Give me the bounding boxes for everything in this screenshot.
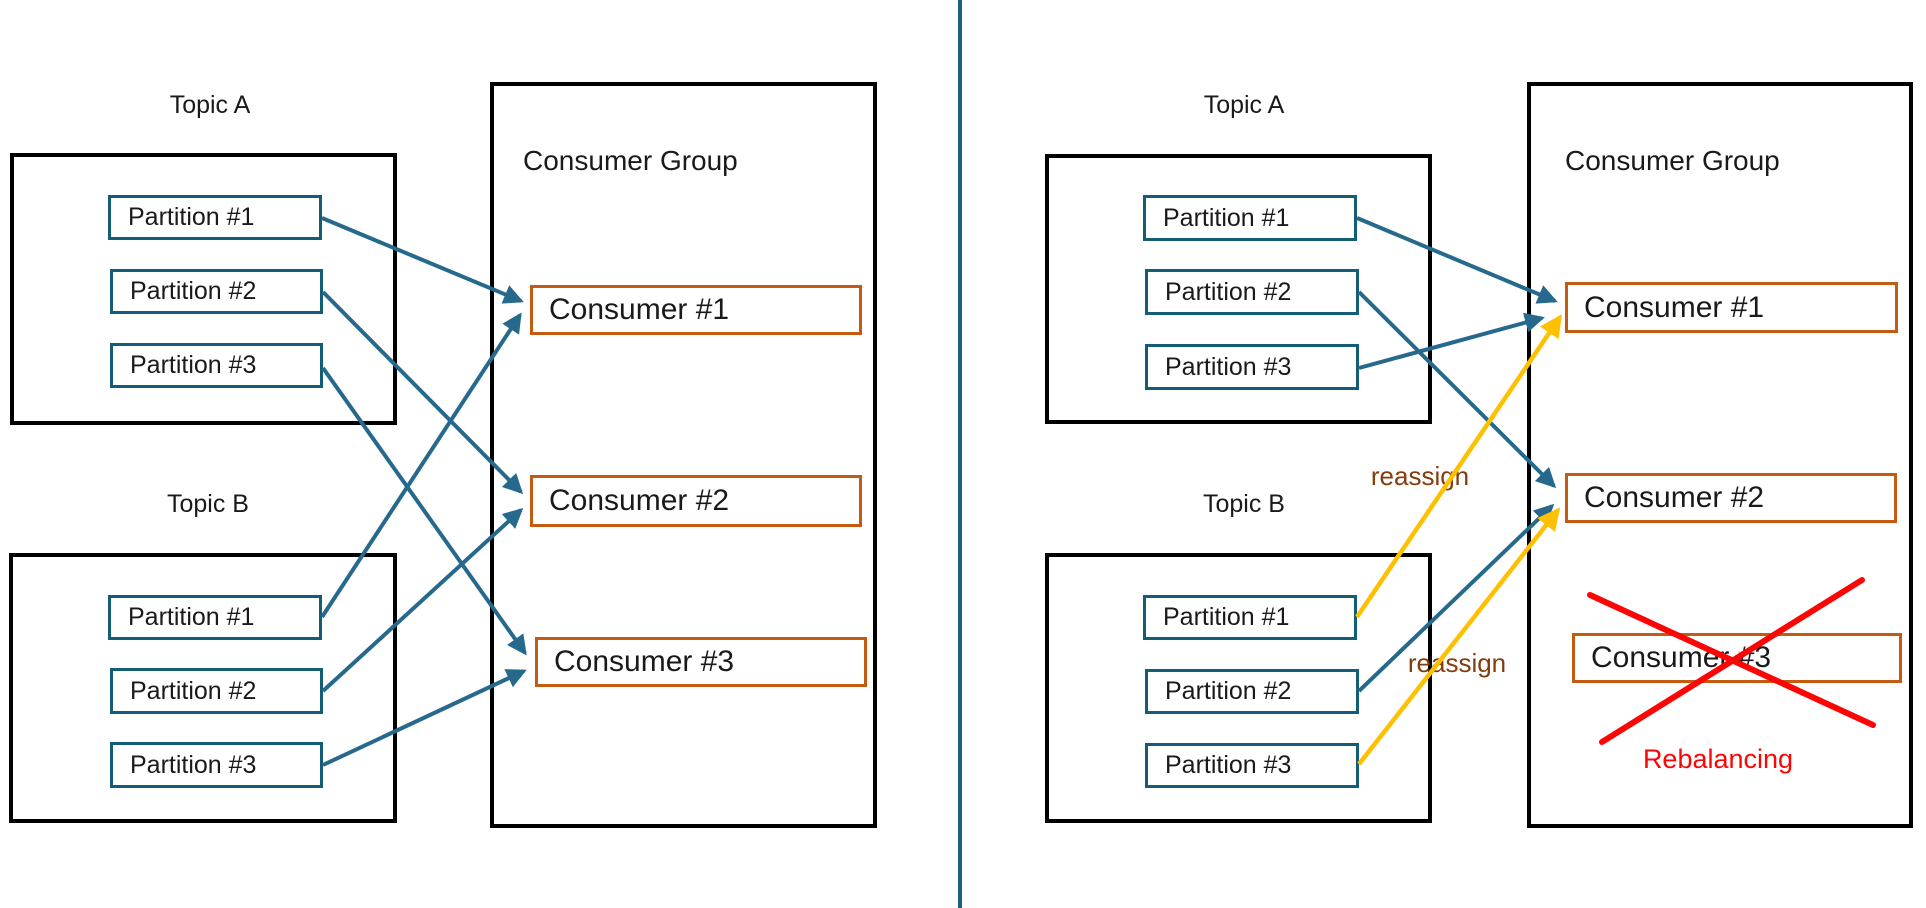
right-consumer-1: Consumer #1 (1565, 282, 1898, 333)
left-consumer-group-title: Consumer Group (523, 145, 738, 176)
right-consumer-2: Consumer #2 (1565, 473, 1897, 523)
right-consumer-group-title: Consumer Group (1565, 145, 1780, 176)
right-topic-a-partition-3: Partition #3 (1145, 344, 1359, 390)
left-consumer-2: Consumer #2 (530, 475, 862, 527)
right-topic-a-partition-1: Partition #1 (1143, 195, 1357, 241)
left-topic-a-partition-2: Partition #2 (110, 269, 323, 314)
left-topic-b-partition-1: Partition #1 (108, 595, 322, 640)
left-consumer-3: Consumer #3 (535, 637, 867, 687)
right-topic-b-partition-1: Partition #1 (1143, 595, 1357, 640)
right-topic-a-partition-2: Partition #2 (1145, 269, 1359, 315)
right-consumer-3-crossed-out: Consumer #3 (1572, 633, 1902, 683)
reassign-label-1: reassign (1370, 461, 1470, 491)
left-topic-a-partition-3: Partition #3 (110, 343, 323, 388)
right-topic-b-partition-3: Partition #3 (1145, 743, 1359, 788)
right-topic-a-label: Topic A (1203, 91, 1285, 119)
left-topic-a-label: Topic A (169, 91, 251, 119)
left-consumer-1: Consumer #1 (530, 285, 862, 335)
left-topic-b-partition-3: Partition #3 (110, 742, 323, 788)
left-topic-a-partition-1: Partition #1 (108, 195, 322, 240)
right-topic-b-partition-2: Partition #2 (1145, 669, 1359, 714)
left-topic-b-label: Topic B (167, 490, 249, 518)
left-consumer-group-box (490, 82, 877, 828)
right-consumer-group-box (1527, 82, 1913, 828)
left-topic-b-partition-2: Partition #2 (110, 668, 323, 714)
rebalancing-label: Rebalancing (1642, 744, 1794, 774)
right-topic-b-label: Topic B (1203, 490, 1285, 518)
reassign-label-2: reassign (1407, 648, 1507, 678)
